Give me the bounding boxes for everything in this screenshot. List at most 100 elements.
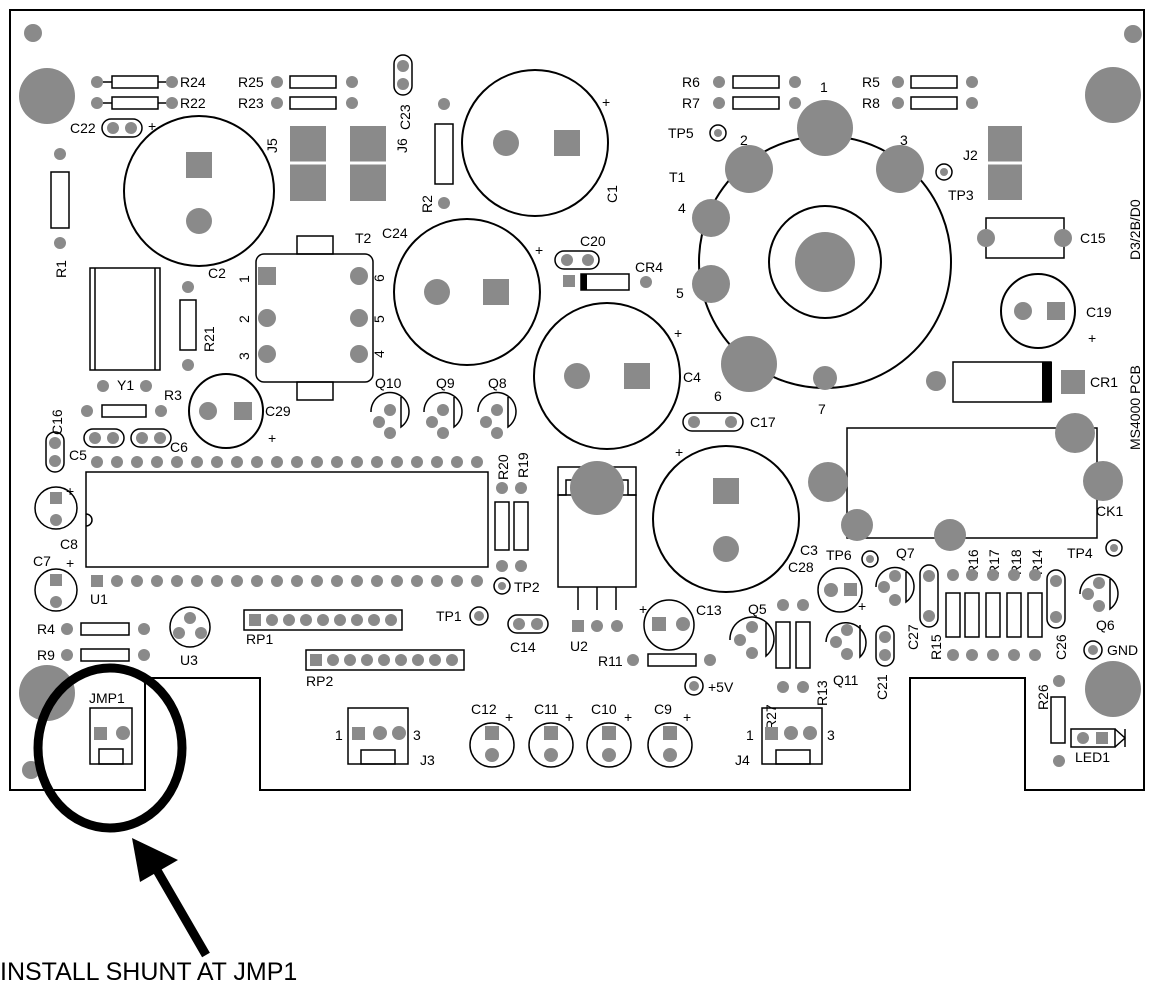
capacitor-c19: C19 +	[1000, 273, 1112, 349]
svg-text:+: +	[148, 118, 156, 134]
callout-arrow-shaft	[147, 857, 210, 958]
svg-text:R2: R2	[419, 195, 435, 213]
svg-text:+: +	[505, 709, 513, 725]
capacitor-c3: + C3	[652, 444, 818, 593]
label-c5: C5	[69, 447, 87, 463]
mounting-hole-tr-small	[1124, 25, 1142, 43]
svg-text:R8: R8	[862, 95, 880, 111]
svg-text:CK1: CK1	[1096, 503, 1123, 519]
resistor-r11: R11	[598, 653, 716, 669]
resistor-r19: R19	[513, 452, 531, 572]
transistor-q11: Q11	[825, 622, 867, 688]
mounting-hole-tr-large	[1085, 67, 1141, 123]
crystal-housing	[89, 267, 161, 371]
svg-text:R7: R7	[682, 95, 700, 111]
crystal-y1-pad-1	[97, 380, 109, 392]
svg-text:R18: R18	[1008, 549, 1024, 575]
svg-text:CR4: CR4	[635, 259, 663, 275]
svg-text:T2: T2	[355, 230, 372, 246]
pcb-silkscreen-diagram: R24 R22 R25 R23 C23 C22 + J5	[9, 9, 1145, 958]
resistor-r17: R17	[985, 549, 1002, 661]
resistor-r15: R15	[928, 569, 961, 661]
svg-text:5: 5	[676, 285, 684, 301]
resistor-r14: R14	[1027, 549, 1045, 661]
svg-text:R27: R27	[763, 704, 779, 730]
svg-text:C8: C8	[60, 536, 78, 552]
capacitor-c10: C10 +	[586, 701, 632, 768]
svg-text:1: 1	[820, 79, 828, 95]
svg-text:C11: C11	[534, 701, 559, 717]
resistor-r20: R20	[494, 454, 511, 572]
svg-text:R3: R3	[164, 387, 182, 403]
resistor-pack-rp2: RP2	[305, 649, 465, 689]
svg-text:TP5: TP5	[668, 125, 694, 141]
svg-text:Q10: Q10	[375, 375, 402, 391]
svg-text:TP6: TP6	[826, 547, 852, 563]
svg-text:R17: R17	[986, 549, 1002, 575]
svg-text:R19: R19	[515, 452, 531, 478]
ic-u1-bottom-pins	[91, 575, 483, 587]
resistor-r4: R4	[37, 621, 150, 637]
mounting-hole-tl-small	[24, 24, 42, 42]
callout-arrow-head	[132, 838, 178, 882]
svg-text:U1: U1	[90, 591, 108, 607]
svg-text:+: +	[675, 444, 683, 460]
resistor-r25: R25	[238, 74, 358, 90]
svg-text:3: 3	[827, 727, 835, 743]
transistor-q7: Q7	[875, 545, 915, 606]
svg-text:JMP1: JMP1	[89, 690, 125, 706]
svg-text:2: 2	[236, 315, 252, 323]
capacitor-c16: C16	[45, 409, 65, 473]
test-point-tp1: TP1	[436, 606, 489, 626]
svg-text:GND: GND	[1107, 642, 1138, 658]
svg-text:1: 1	[335, 727, 343, 743]
svg-text:C3: C3	[800, 542, 818, 558]
svg-text:R14: R14	[1029, 549, 1045, 575]
svg-text:U2: U2	[570, 638, 588, 654]
svg-text:C22: C22	[70, 120, 96, 136]
svg-text:C29: C29	[265, 403, 291, 419]
svg-text:C6: C6	[170, 439, 188, 455]
regulator-u2: U2	[557, 461, 637, 654]
svg-text:C21: C21	[874, 674, 890, 700]
svg-text:R5: R5	[862, 74, 880, 90]
resistor-r27: R27	[763, 599, 791, 730]
test-point-5v: +5V	[684, 676, 734, 696]
svg-text:1: 1	[746, 727, 754, 743]
svg-text:RP2: RP2	[306, 673, 333, 689]
capacitor-c9: C9 +	[647, 701, 693, 768]
transistor-q5: Q5	[729, 601, 775, 659]
svg-text:3: 3	[900, 132, 908, 148]
svg-text:+: +	[624, 709, 632, 725]
svg-text:3: 3	[413, 727, 421, 743]
svg-text:RP1: RP1	[246, 631, 273, 647]
svg-text:C15: C15	[1080, 230, 1106, 246]
svg-text:6: 6	[714, 388, 722, 404]
svg-text:C14: C14	[510, 639, 536, 655]
transistor-u3: U3	[169, 606, 211, 668]
transformer-t2: T2 1 2 3 4 5 6	[236, 230, 387, 401]
svg-text:T1: T1	[669, 169, 686, 185]
svg-text:+: +	[66, 555, 74, 571]
capacitor-c28: +	[817, 567, 866, 614]
svg-text:R21: R21	[201, 326, 217, 352]
resistor-r8: R8	[862, 95, 978, 111]
svg-text:+: +	[602, 94, 610, 110]
svg-text:Q8: Q8	[488, 375, 507, 391]
ic-u1-top-pins	[91, 456, 483, 468]
mounting-hole-bl-large	[19, 665, 75, 721]
jmp1-callout	[33, 663, 210, 958]
svg-text:Q11: Q11	[833, 672, 859, 688]
label-y1: Y1	[117, 377, 134, 393]
capacitor-c24: C24 +	[382, 218, 543, 366]
svg-text:R26: R26	[1035, 684, 1051, 710]
svg-text:U3: U3	[180, 652, 198, 668]
svg-text:7: 7	[818, 401, 826, 417]
capacitor-c12: C12 +	[469, 701, 515, 768]
svg-text:Q6: Q6	[1096, 617, 1115, 633]
svg-text:LED1: LED1	[1075, 749, 1110, 765]
resistor-r1: R1	[50, 148, 70, 278]
resistor-r22: R22	[91, 95, 206, 111]
svg-text:+: +	[858, 598, 866, 614]
svg-text:3: 3	[236, 352, 252, 360]
